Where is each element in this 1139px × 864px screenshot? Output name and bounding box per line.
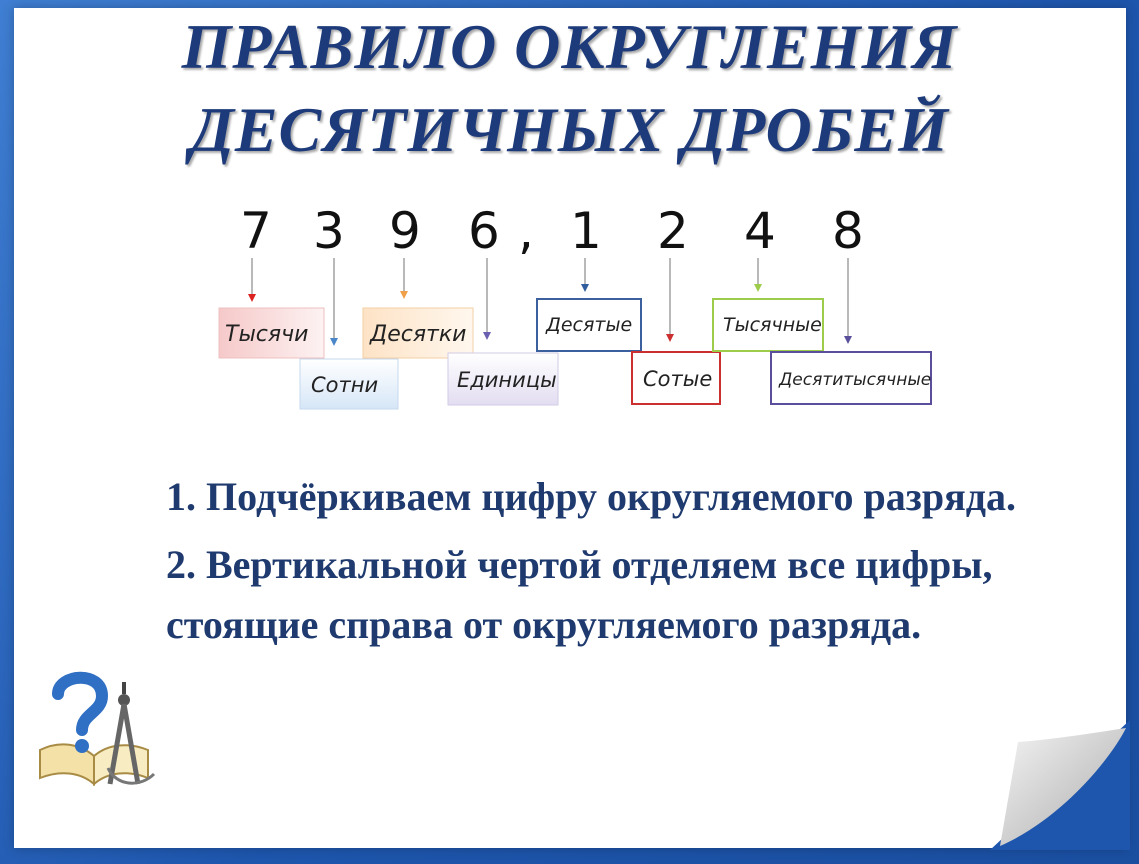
question-book-compass-icon [39, 671, 156, 787]
decimal-comma: , [518, 202, 534, 260]
arrow-ten-thousandths [844, 258, 852, 344]
place-box-hundredths: Сотые [631, 351, 721, 405]
arrow-tenths [581, 258, 589, 292]
digit-thousandths: 4 [744, 202, 776, 260]
place-label-hundredths: Сотые [643, 367, 712, 391]
place-label-hundreds: Сотни [311, 373, 378, 397]
place-label-ten-thousandths: Десятитысячные [778, 370, 931, 390]
place-box-hundreds: Сотни [299, 358, 399, 410]
arrow-thousandths [754, 258, 762, 292]
place-box-thousandths: Тысячные [712, 298, 824, 352]
digit-tens: 9 [389, 202, 421, 260]
digit-tenths: 1 [570, 202, 602, 260]
arrow-thousands [248, 258, 256, 302]
digit-ten-thousandths: 8 [832, 202, 864, 260]
rule-item-1: 1. Подчёркиваем цифру округляемого разря… [166, 474, 1016, 519]
rules-list: 1. Подчёркиваем цифру округляемого разря… [166, 467, 1086, 663]
place-value-diagram: 7 3 9 6 , 1 2 4 8 Тысячи Сотни Десятки [218, 202, 932, 410]
digit-hundreds: 3 [313, 202, 345, 260]
place-label-tens: Десятки [369, 322, 466, 347]
arrow-hundreds [330, 258, 338, 346]
page-title-line-2: ДЕСЯТИЧНЫХ ДРОБЕЙ [190, 94, 949, 165]
page-title-line-1: ПРАВИЛО ОКРУГЛЕНИЯ [181, 11, 958, 82]
place-box-units: Единицы [447, 352, 559, 406]
place-label-tenths: Десятые [545, 314, 632, 336]
place-label-thousands: Тысячи [225, 322, 308, 347]
arrow-hundredths [666, 258, 674, 342]
digit-hundredths: 2 [657, 202, 689, 260]
digit-thousands: 7 [240, 202, 272, 260]
place-box-ten-thousandths: Десятитысячные [770, 351, 932, 405]
place-box-tens: Десятки [362, 307, 474, 359]
place-label-thousandths: Тысячные [723, 314, 822, 336]
page-curl-decoration [990, 720, 1130, 850]
place-box-tenths: Десятые [536, 298, 642, 352]
arrow-units [483, 258, 491, 340]
arrow-tens [400, 258, 408, 299]
place-box-thousands: Тысячи [218, 307, 325, 359]
place-label-units: Единицы [457, 368, 557, 392]
digit-units: 6 [468, 202, 500, 260]
rule-item-2: 2. Вертикальной чертой отделяем все цифр… [166, 542, 993, 647]
slide-sheet [14, 8, 1126, 848]
